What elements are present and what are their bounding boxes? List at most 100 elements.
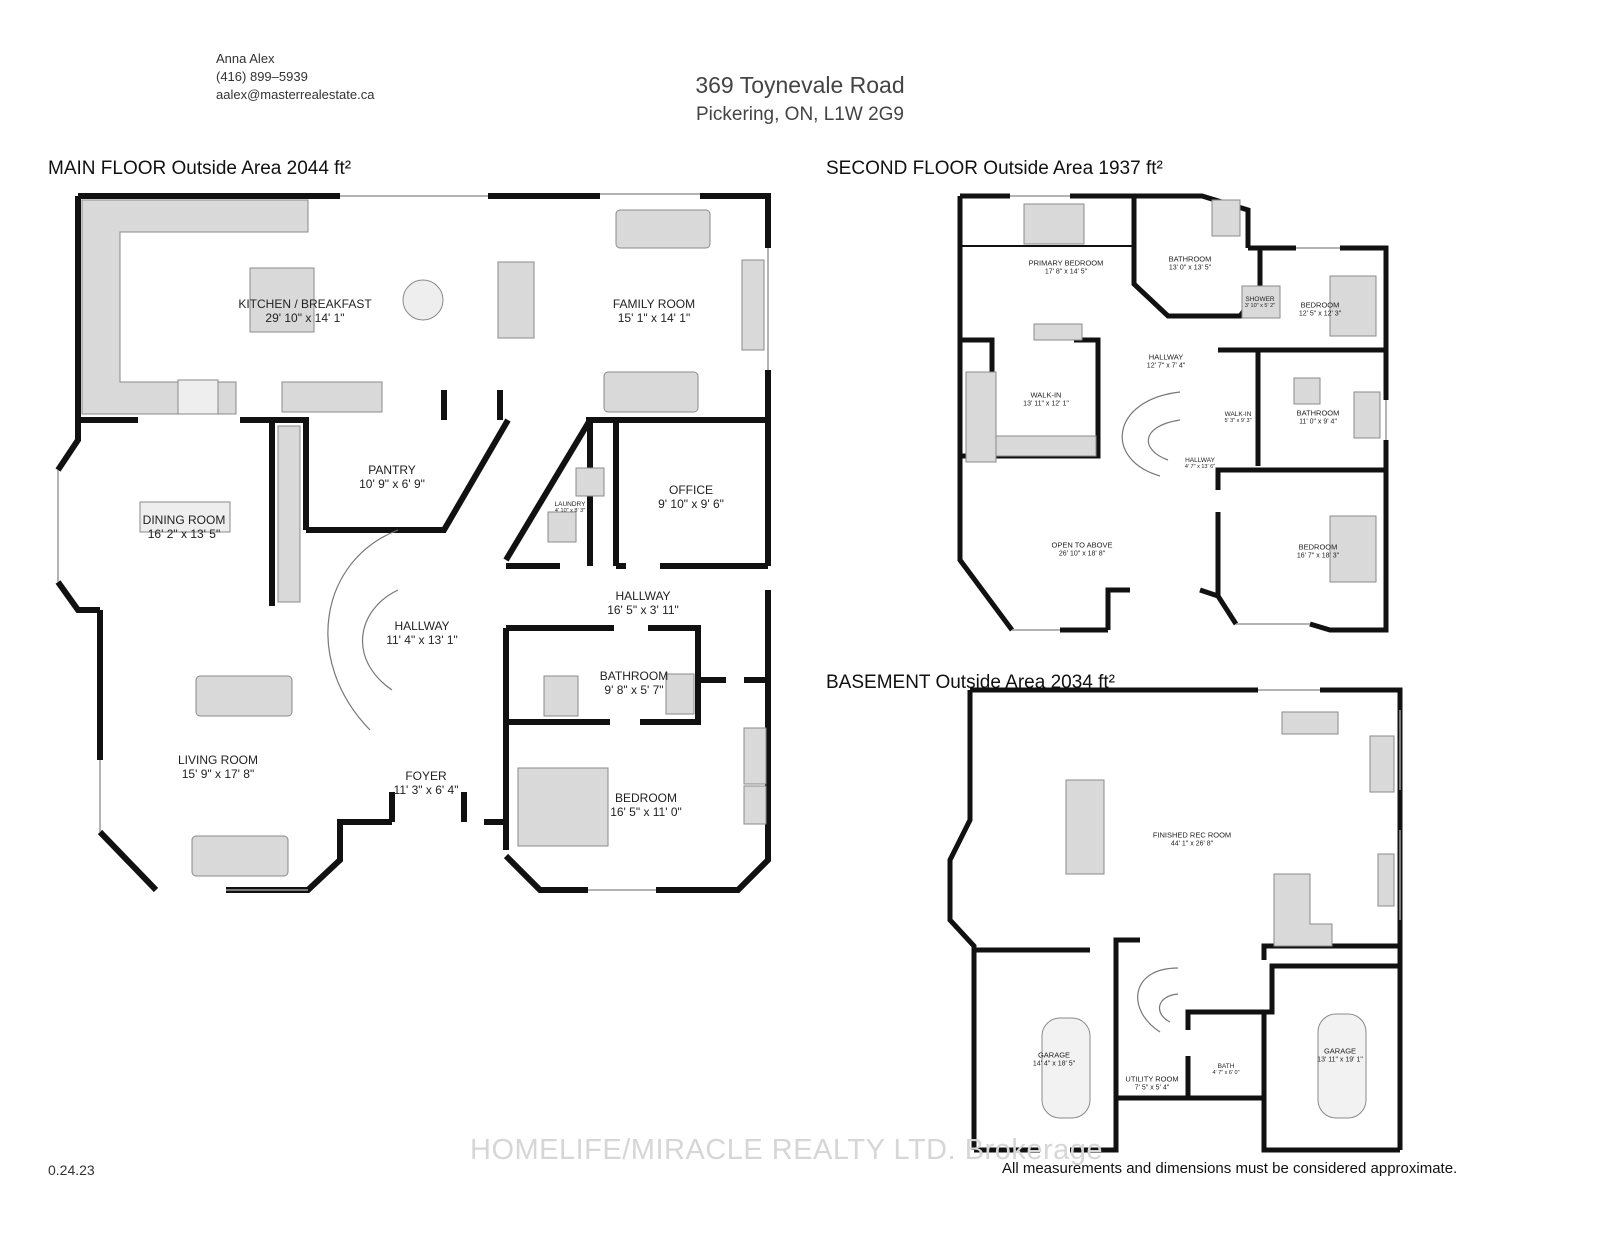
- room-dims: 16' 7" x 18' 3": [1296, 552, 1340, 560]
- room-bath-basement: BATH 4' 7" x 6' 0": [1212, 1063, 1239, 1077]
- agent-name: Anna Alex: [216, 51, 275, 66]
- room-name: PRIMARY BEDROOM: [1028, 258, 1104, 268]
- agent-phone: (416) 899–5939: [216, 69, 308, 84]
- room-name: HALLWAY: [394, 619, 450, 634]
- room-rec-room: FINISHED REC ROOM 44' 1" x 26' 8": [1152, 830, 1232, 849]
- brokerage-watermark: HOMELIFE/MIRACLE REALTY LTD. Brokerage: [470, 1134, 1104, 1166]
- room-dims: 13' 0" x 13' 5": [1168, 264, 1212, 272]
- room-dims: 4' 7" x 13' 6": [1184, 464, 1216, 471]
- room-dims: 15' 9" x 17' 8": [181, 767, 255, 781]
- room-dims: 44' 1" x 26' 8": [1170, 840, 1214, 848]
- stairs: [327, 391, 1181, 1033]
- room-name: HALLWAY: [1185, 457, 1215, 465]
- room-family: FAMILY ROOM 15' 1" x 14' 1": [612, 297, 696, 326]
- room-name: BEDROOM: [614, 791, 677, 806]
- room-hallway-main: HALLWAY 11' 4" x 13' 1": [386, 619, 458, 648]
- room-name: BATHROOM: [599, 669, 669, 684]
- room-dims: 4' 7" x 6' 0": [1212, 1070, 1240, 1077]
- room-name: WALK-IN: [1030, 390, 1062, 400]
- room-dims: 13' 11" x 12' 1": [1023, 400, 1069, 408]
- room-dims: 10' 9" x 6' 9": [359, 477, 425, 491]
- room-laundry: LAUNDRY 4' 10" x 8' 3": [555, 501, 586, 515]
- room-name: DINING ROOM: [142, 513, 226, 528]
- room-dims: 12' 5" x 12' 3": [1298, 310, 1342, 318]
- room-dims: 26' 10" x 18' 8": [1058, 550, 1106, 558]
- room-dims: 13' 11" x 19' 1": [1317, 1056, 1363, 1064]
- room-dims: 11' 0" x 9' 4": [1299, 418, 1337, 426]
- room-name: OFFICE: [669, 483, 713, 498]
- room-name: PANTRY: [368, 463, 416, 478]
- agent-contact: Anna Alex (416) 899–5939 aalex@masterrea…: [216, 50, 374, 104]
- room-name: OPEN TO ABOVE: [1051, 540, 1113, 550]
- room-dims: 11' 3" x 6' 4": [393, 783, 459, 797]
- room-name: BEDROOM: [1298, 542, 1338, 552]
- room-hallway-second: HALLWAY 12' 7" x 7' 4": [1147, 352, 1185, 371]
- room-bathroom-primary: BATHROOM 13' 0" x 13' 5": [1168, 254, 1212, 273]
- disclaimer: All measurements and dimensions must be …: [1002, 1160, 1458, 1177]
- room-dims: 4' 10" x 8' 3": [554, 508, 586, 515]
- room-name: UTILITY ROOM: [1125, 1074, 1179, 1084]
- room-dims: 9' 10" x 9' 6": [658, 497, 724, 511]
- room-dims: 11' 4" x 13' 1": [386, 633, 458, 647]
- room-hallway-east: HALLWAY 16' 5" x 3' 11": [607, 589, 679, 618]
- room-utility: UTILITY ROOM 7' 5" x 5' 4": [1125, 1074, 1179, 1093]
- room-dims: 29' 10" x 14' 1": [265, 311, 345, 325]
- room-name: SHOWER: [1245, 296, 1275, 304]
- room-dims: 16' 2" x 13' 5": [147, 527, 221, 541]
- room-name: HALLWAY: [615, 589, 671, 604]
- room-name: FINISHED REC ROOM: [1152, 830, 1232, 840]
- room-name: FAMILY ROOM: [612, 297, 696, 312]
- room-name: KITCHEN / BREAKFAST: [238, 297, 372, 312]
- room-garage-east: GARAGE 13' 11" x 19' 1": [1317, 1046, 1363, 1065]
- room-name: LAUNDRY: [554, 501, 586, 509]
- room-name: BATH: [1217, 1063, 1235, 1071]
- room-dims: 5' 3" x 9' 3": [1224, 418, 1252, 425]
- room-bedroom-ne: BEDROOM 12' 5" x 12' 3": [1298, 300, 1342, 319]
- main-floor-heading: MAIN FLOOR Outside Area 2044 ft²: [48, 158, 352, 179]
- room-dims: 15' 1" x 14' 1": [617, 311, 691, 325]
- room-bathroom-main: BATHROOM 9' 8" x 5' 7": [599, 669, 669, 698]
- room-dims: 16' 5" x 11' 0": [610, 805, 682, 819]
- room-dims: 17' 8" x 14' 5": [1044, 268, 1088, 276]
- room-name: FOYER: [405, 769, 447, 784]
- room-pantry: PANTRY 10' 9" x 6' 9": [359, 463, 425, 492]
- room-dims: 9' 8" x 5' 7": [604, 683, 664, 697]
- room-bedroom-se: BEDROOM 16' 7" x 18' 3": [1296, 542, 1340, 561]
- room-name: BATHROOM: [1168, 254, 1212, 264]
- room-hallway-small: HALLWAY 4' 7" x 13' 6": [1185, 457, 1215, 471]
- room-dims: 3' 10" x 5' 2": [1244, 303, 1276, 310]
- room-kitchen-breakfast: KITCHEN / BREAKFAST 29' 10" x 14' 1": [238, 297, 372, 326]
- plan-date: 0.24.23: [48, 1162, 95, 1178]
- room-office: OFFICE 9' 10" x 9' 6": [658, 483, 724, 512]
- room-living: LIVING ROOM 15' 9" x 17' 8": [177, 753, 259, 782]
- room-dining: DINING ROOM 16' 2" x 13' 5": [142, 513, 226, 542]
- property-city: Pickering, ON, L1W 2G9: [695, 104, 905, 125]
- basement-walls: [947, 687, 1403, 1153]
- room-name: GARAGE: [1037, 1050, 1071, 1060]
- second-floor-heading: SECOND FLOOR Outside Area 1937 ft²: [826, 158, 1163, 179]
- room-bathroom-second: BATHROOM 11' 0" x 9' 4": [1296, 408, 1340, 427]
- room-garage-west: GARAGE 14' 4" x 18' 5": [1032, 1050, 1076, 1069]
- room-name: GARAGE: [1323, 1046, 1357, 1056]
- fixtures: [81, 199, 1395, 1119]
- windows: [57, 193, 1401, 920]
- room-bedroom-main: BEDROOM 16' 5" x 11' 0": [610, 791, 682, 820]
- room-primary-bedroom: PRIMARY BEDROOM 17' 8" x 14' 5": [1028, 258, 1104, 277]
- room-name: BEDROOM: [1300, 300, 1340, 310]
- room-walkin-primary: WALK-IN 13' 11" x 12' 1": [1023, 390, 1069, 409]
- main-floor-walls: [55, 193, 771, 893]
- room-dims: 16' 5" x 3' 11": [607, 603, 679, 617]
- room-shower: SHOWER 3' 10" x 5' 2": [1245, 296, 1275, 310]
- room-open-to-above: OPEN TO ABOVE 26' 10" x 18' 8": [1051, 540, 1113, 559]
- room-name: WALK-IN: [1224, 411, 1252, 419]
- agent-email: aalex@masterrealestate.ca: [216, 87, 375, 102]
- room-walkin-small: WALK-IN 5' 3" x 9' 3": [1224, 411, 1251, 425]
- room-dims: 14' 4" x 18' 5": [1032, 1060, 1076, 1068]
- room-name: HALLWAY: [1148, 352, 1184, 362]
- room-foyer: FOYER 11' 3" x 6' 4": [393, 769, 459, 798]
- property-street: 369 Toynevale Road: [695, 72, 905, 98]
- room-name: LIVING ROOM: [177, 753, 259, 768]
- room-dims: 7' 5" x 5' 4": [1134, 1084, 1170, 1092]
- room-name: BATHROOM: [1296, 408, 1340, 418]
